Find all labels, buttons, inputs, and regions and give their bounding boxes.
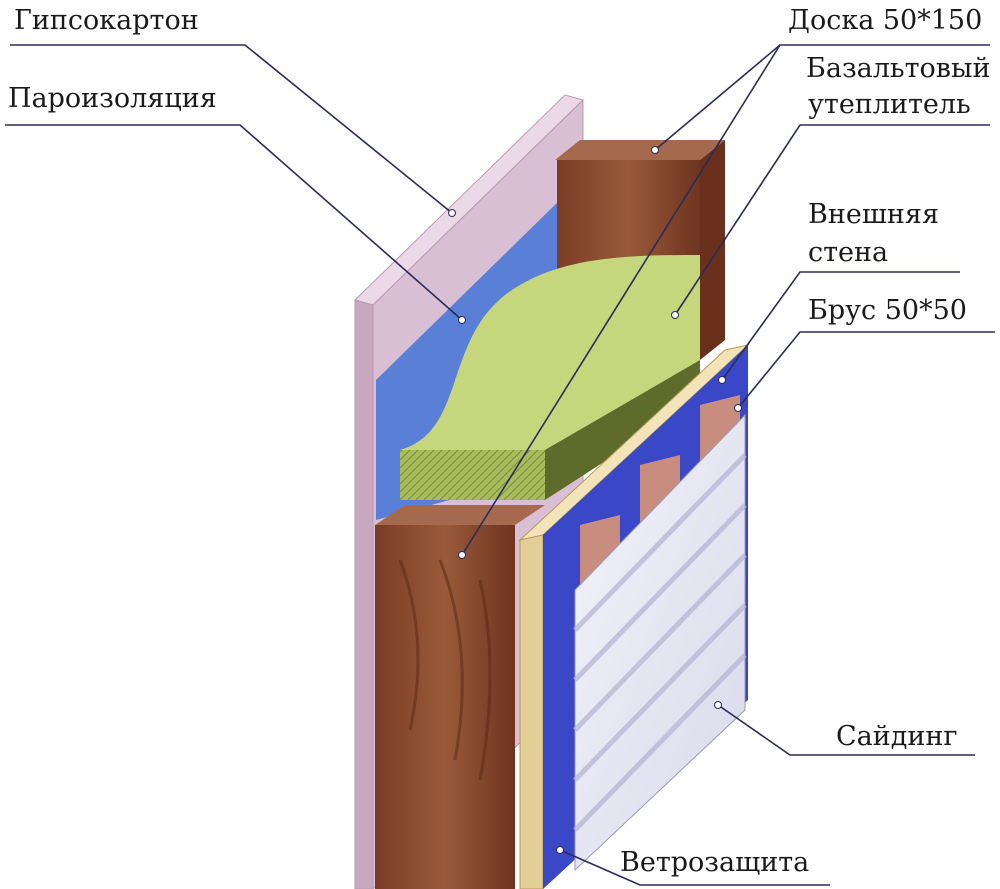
outer-wall-sheathing — [518, 344, 750, 889]
label-gypsum: Гипсокартон — [14, 5, 199, 36]
siding-panel — [573, 413, 747, 872]
label-outer-wall-line1: Внешняя — [808, 199, 939, 230]
label-board: Доска 50*150 — [788, 5, 983, 36]
label-vapor-barrier: Пароизоляция — [8, 83, 217, 114]
leader-dots — [448, 146, 742, 854]
label-basalt-line2: утеплитель — [808, 89, 971, 120]
label-outer-wall-line2: стена — [808, 237, 889, 268]
front-stud — [375, 505, 545, 889]
label-siding: Сайдинг — [836, 721, 958, 752]
label-basalt-line1: Базальтовый — [806, 53, 991, 84]
leader-lines — [5, 44, 995, 886]
basalt-insulation — [400, 255, 700, 500]
label-batten: Брус 50*50 — [808, 295, 967, 326]
label-wind-barrier: Ветрозащита — [620, 847, 810, 878]
